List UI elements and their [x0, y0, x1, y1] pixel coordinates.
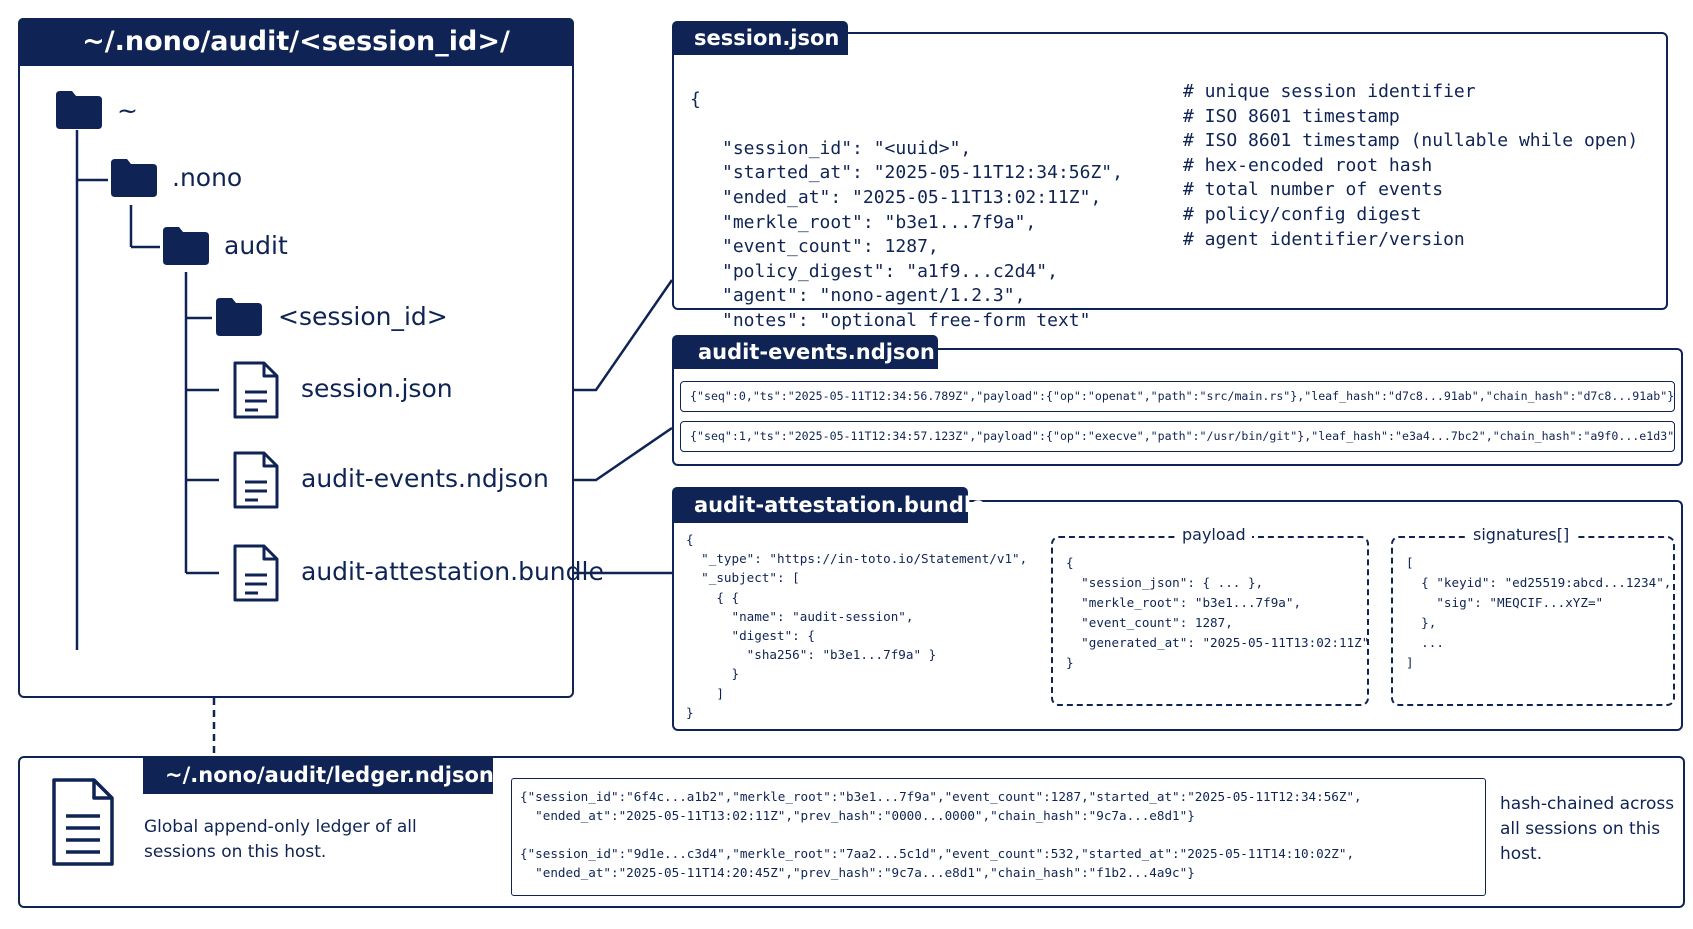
- folder-icon: [111, 159, 157, 197]
- json-field-line: "event_count": 1287,: [722, 236, 939, 258]
- event-row: {"seq":1,"ts":"2025-05-11T12:34:57.123Z"…: [680, 421, 1675, 452]
- payload-line: "event_count": 1287,: [1066, 615, 1233, 630]
- signatures-label: signatures[]: [1467, 525, 1576, 544]
- ledger-description: Global append-only ledger of all session…: [144, 817, 417, 862]
- tree-node-session-dir[interactable]: <session_id>: [278, 302, 448, 331]
- json-field-line: "merkle_root": "b3e1...7f9a",: [722, 211, 1037, 233]
- json-field-line: "notes": "optional free-form text": [722, 309, 1091, 331]
- folder-icon: [56, 91, 102, 129]
- signature-line: "sig": "MEQCIF...xYZ=": [1406, 595, 1604, 610]
- signatures-content: [ { "keyid": "ed25519:abcd...1234", "sig…: [1406, 553, 1671, 673]
- ledger-file-icon: [52, 778, 114, 866]
- json-field-line: "ended_at": "2025-05-11T13:02:11Z",: [722, 186, 1102, 208]
- tree-node-nono[interactable]: .nono: [172, 163, 243, 192]
- attestation-bundle-tab: audit-attestation.bundle: [672, 487, 985, 523]
- tree-node-attestation-bundle[interactable]: audit-attestation.bundle: [301, 557, 604, 586]
- session-json-lines: "session_id": "<uuid>", "started_at": "20…: [690, 137, 1123, 334]
- payload-line: "generated_at": "2025-05-11T13:02:11Z": [1066, 635, 1370, 650]
- tree-node-session-json[interactable]: session.json: [301, 374, 453, 403]
- payload-content: { "session_json": { ... }, "merkle_root"…: [1066, 553, 1369, 673]
- signature-line: [: [1406, 555, 1414, 570]
- file-icon: [233, 544, 279, 602]
- payload-line: "merkle_root": "b3e1...7f9a",: [1066, 595, 1302, 610]
- json-comment-line: # ISO 8601 timestamp (nullable while ope…: [1183, 130, 1639, 152]
- directory-tree-title: ~/.nono/audit/<session_id>/: [18, 18, 574, 66]
- tree-node-home[interactable]: ~: [117, 96, 138, 125]
- statement-line: "sha256": "b3e1...7f9a" }: [686, 647, 937, 663]
- json-comment-line: # unique session identifier: [1183, 81, 1476, 102]
- signature-line: ]: [1406, 655, 1414, 670]
- directory-tree-panel: [18, 18, 574, 698]
- session-json-comments: # unique session identifier # ISO 8601 ti…: [1183, 80, 1638, 252]
- event-row: {"seq":0,"ts":"2025-05-11T12:34:56.789Z"…: [680, 381, 1675, 412]
- statement-line: "name": "audit-session",: [686, 608, 914, 624]
- json-comment-line: # hex-encoded root hash: [1183, 154, 1433, 176]
- json-comment-line: # ISO 8601 timestamp: [1183, 105, 1400, 127]
- file-icon: [233, 451, 279, 509]
- json-comment-line: # total number of events: [1183, 179, 1444, 201]
- json-field-line: "started_at": "2025-05-11T12:34:56Z",: [722, 162, 1123, 184]
- session-json-panel: [672, 32, 1668, 310]
- ledger-tab: ~/.nono/audit/ledger.ndjson: [143, 756, 494, 794]
- json-field-line: "policy_digest": "a1f9...c2d4",: [722, 260, 1058, 282]
- json-comment-line: # policy/config digest: [1183, 203, 1422, 225]
- statement-line: }: [686, 666, 740, 682]
- session-json-tab: session.json: [672, 21, 848, 55]
- ledger-records: {"session_id":"6f4c...a1b2","merkle_root…: [520, 789, 1362, 880]
- json-comment-line: # agent identifier/version: [1183, 228, 1465, 250]
- statement-line: }: [686, 704, 694, 720]
- statement-line: "_subject": [: [686, 570, 800, 586]
- statement-line: "_type": "https://in-toto.io/Statement/v…: [686, 551, 1028, 567]
- folder-icon: [163, 227, 209, 265]
- json-field-line: "agent": "nono-agent/1.2.3",: [722, 285, 1026, 307]
- payload-line: {: [1066, 555, 1074, 570]
- folder-icon: [216, 298, 262, 336]
- json-field-line: "session_id": "<uuid>",: [722, 137, 972, 159]
- file-icon: [233, 361, 279, 419]
- signature-line: },: [1406, 615, 1437, 630]
- signature-line: { "keyid": "ed25519:abcd...1234",: [1406, 575, 1672, 590]
- payload-line: }: [1066, 655, 1074, 670]
- statement-line: { {: [686, 589, 740, 605]
- ledger-records-box: [511, 778, 1486, 896]
- session-json-content: { "session_id": "<uuid>", "started_at": "…: [690, 63, 1123, 407]
- signature-line: ...: [1406, 635, 1444, 650]
- audit-events-tab: audit-events.ndjson: [672, 335, 938, 369]
- statement-line: "digest": {: [686, 628, 815, 644]
- payload-line: "session_json": { ... },: [1066, 575, 1264, 590]
- statement-line: {: [686, 532, 694, 547]
- ledger-note: hash-chained across all sessions on this…: [1500, 794, 1675, 864]
- tree-node-audit-events[interactable]: audit-events.ndjson: [301, 464, 549, 493]
- json-open-brace: {: [690, 88, 701, 110]
- tree-node-audit[interactable]: audit: [224, 231, 288, 260]
- statement-line: ]: [686, 685, 724, 701]
- attestation-statement: { "_type": "https://in-toto.io/Statement…: [686, 530, 1027, 722]
- payload-label: payload: [1176, 525, 1252, 544]
